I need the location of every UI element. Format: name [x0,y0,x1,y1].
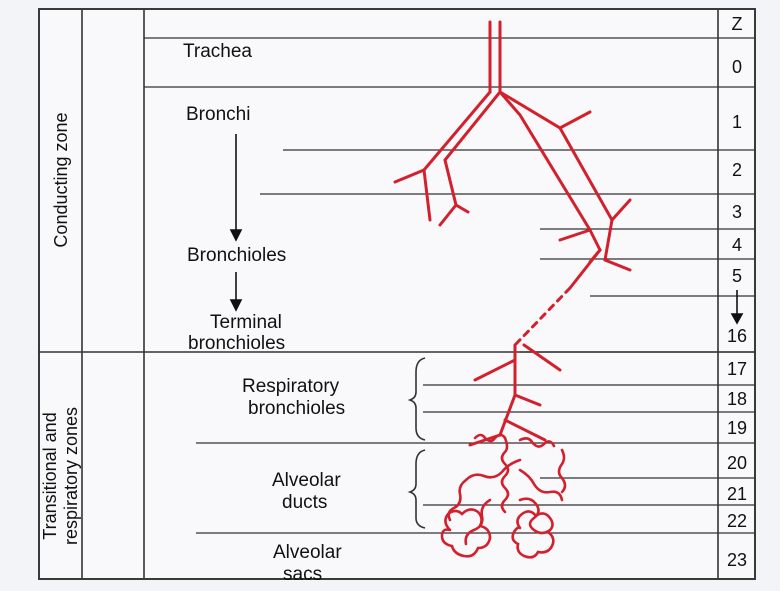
progression-arrows [231,134,241,310]
resp-line1: Respiratory [242,376,345,398]
z-value: 22 [716,511,758,532]
z-arrow [732,290,742,323]
bronchioles-label: Bronchioles [187,245,286,267]
z-value: 21 [716,484,758,505]
z-header: Z [716,14,758,35]
alveolar-sacs [442,435,565,557]
resp-line2: bronchioles [242,398,345,420]
alveolar-sacs-label: Alveolar sacs [273,542,342,586]
duct-line2: ducts [272,492,341,514]
trachea-label: Trachea [183,41,252,63]
z-value: 3 [716,202,758,223]
z-value: 23 [716,550,758,571]
conducting-zone-label: Conducting zone [51,100,71,260]
z-value: 2 [716,160,758,181]
z-value: 17 [716,359,758,380]
airway-tree [395,22,630,445]
terminal-line1: Terminal [188,312,285,333]
transitional-zone-label: Transitional and respiratory zones [40,386,82,566]
z-value: 19 [716,418,758,439]
transitional-zone-text: Transitional and respiratory zones [40,391,82,561]
z-value: 5 [716,266,758,287]
sac-line1: Alveolar [273,542,342,564]
alveolar-ducts-label: Alveolar ducts [272,470,341,514]
terminal-bronchioles-label: Terminal bronchioles [188,312,285,354]
z-value: 16 [716,326,758,347]
duct-line1: Alveolar [272,470,341,492]
terminal-line2: bronchioles [188,333,285,354]
z-value: 20 [716,453,758,474]
z-value: 18 [716,389,758,410]
z-value: 0 [716,57,758,78]
z-value: 4 [716,235,758,256]
respiratory-bronchioles-label: Respiratory bronchioles [242,376,345,420]
z-value: 1 [716,112,758,133]
sac-line2: sacs [273,564,342,586]
bronchi-label: Bronchi [186,104,250,126]
